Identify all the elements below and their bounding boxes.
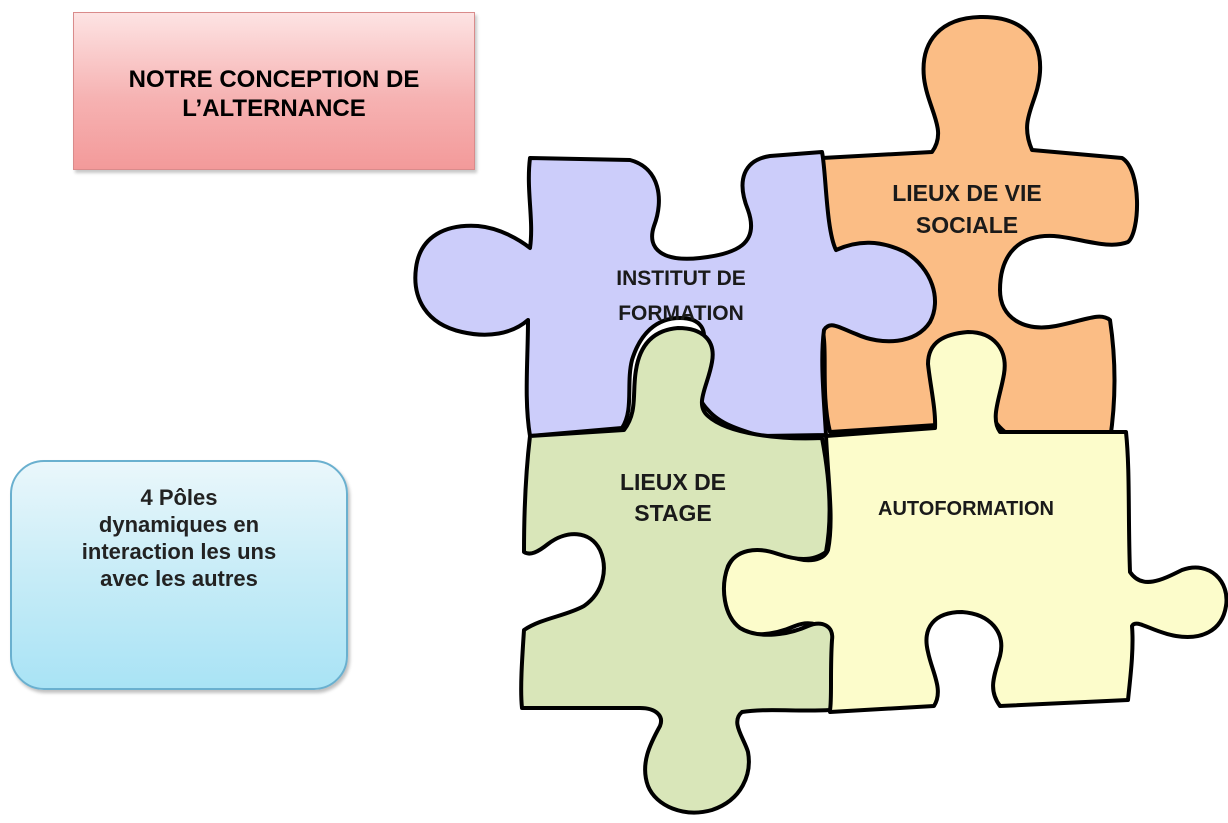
puzzle-piece-lieux-de-stage — [519, 326, 835, 815]
label-institut-line2: FORMATION — [618, 302, 744, 325]
label-lieux-vie-line1: LIEUX DE VIE — [892, 180, 1042, 206]
title-box: NOTRE CONCEPTION DE L’ALTERNANCE — [73, 12, 475, 170]
label-institut-line1: INSTITUT DE — [616, 267, 746, 290]
label-lieux-stage-line2: STAGE — [634, 500, 712, 526]
title-text: NOTRE CONCEPTION DE L’ALTERNANCE — [128, 66, 420, 122]
info-text: 4 Pôles dynamiques en interaction les un… — [81, 485, 277, 591]
info-box: 4 Pôles dynamiques en interaction les un… — [10, 460, 348, 690]
label-lieux-vie-line2: SOCIALE — [916, 212, 1018, 238]
label-autoformation: AUTOFORMATION — [878, 498, 1054, 520]
label-lieux-stage-line1: LIEUX DE — [620, 469, 726, 495]
